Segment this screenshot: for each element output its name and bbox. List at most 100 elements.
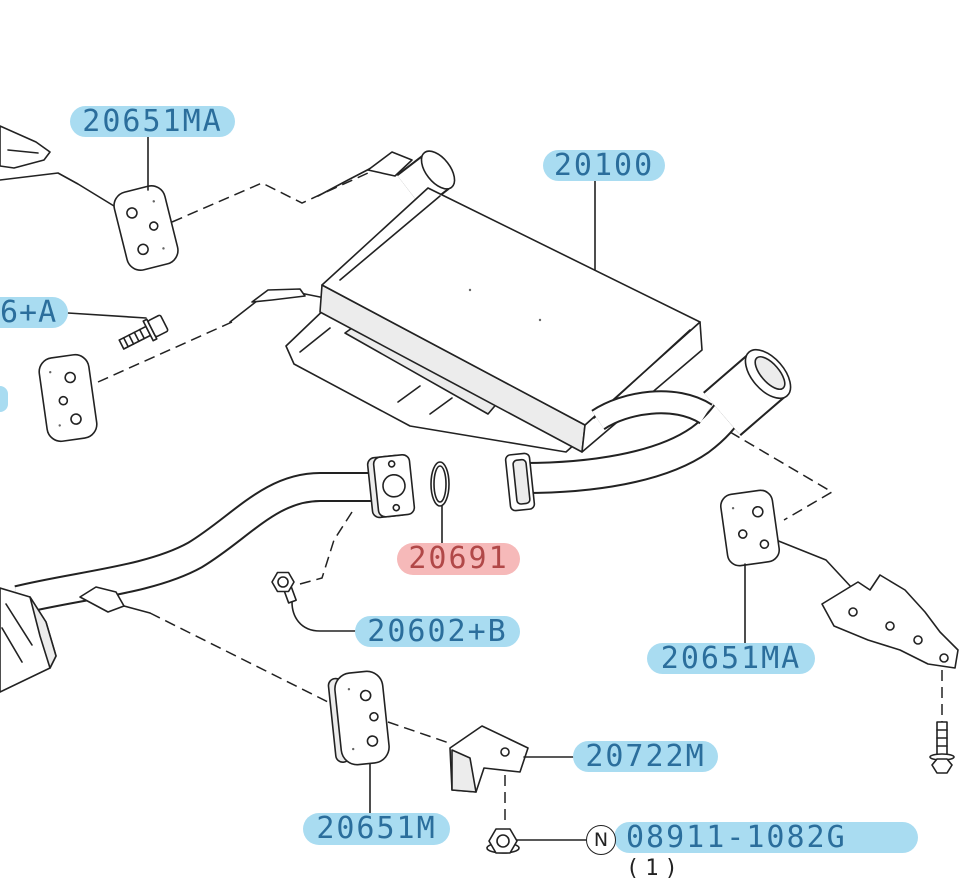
hanger-hole — [126, 207, 138, 219]
label-bracket[interactable]: 20722M — [573, 741, 718, 772]
top-left-body-bracket — [0, 125, 115, 207]
muffler-top-bracket — [317, 151, 413, 197]
hanger-texture — [162, 247, 165, 250]
bracket-hole — [939, 653, 949, 663]
right-bolt — [929, 721, 955, 774]
pipe-body — [523, 398, 744, 492]
stub-end — [420, 150, 456, 190]
flange-nut — [486, 828, 520, 854]
leader-left-bolt — [67, 312, 147, 319]
tail-pipe-tip — [703, 348, 792, 436]
thread-line — [138, 328, 146, 340]
hanger-rod — [123, 605, 151, 614]
leader-lines — [67, 136, 746, 841]
hanger-texture — [49, 371, 52, 374]
hanger-hole — [70, 413, 82, 425]
bracket-plate — [251, 288, 306, 303]
bracket-edge — [7, 149, 39, 154]
bolt-washer — [277, 576, 289, 588]
muffler-texture — [538, 318, 542, 322]
gasket-ring — [430, 461, 450, 507]
label-left-bolt[interactable]: 6+A — [0, 297, 68, 328]
muffler-top-stub — [396, 150, 456, 210]
hanger-hole — [759, 539, 770, 549]
hanger-texture — [58, 424, 61, 427]
hanger-hole — [148, 221, 159, 231]
left-body-bracket — [229, 288, 326, 323]
hanger-body — [113, 185, 179, 271]
shield-hatch — [397, 385, 421, 403]
hanger-hole — [58, 395, 69, 406]
hanger-body — [38, 353, 98, 443]
left-bolt — [118, 314, 169, 350]
label-nut[interactable]: 08911-1082G — [614, 822, 918, 853]
thread-line — [122, 337, 130, 348]
nut-bore — [496, 834, 510, 848]
label-right-hanger[interactable]: 20651MA — [647, 643, 815, 674]
muffler-seam — [339, 195, 441, 281]
hanger-hole — [369, 711, 379, 722]
pipe-body — [14, 474, 384, 613]
bolt-thread — [936, 721, 948, 757]
bolt-head — [147, 314, 169, 338]
nut-body — [488, 828, 518, 854]
flange-bore — [382, 473, 406, 498]
label-left-partial[interactable] — [0, 386, 8, 412]
flange-bolt-hole — [387, 460, 396, 468]
pipe-flange — [366, 453, 416, 519]
converter-seam — [5, 603, 33, 646]
tip-inner — [754, 355, 786, 391]
nut-quantity: (1) — [626, 856, 684, 881]
label-bottom-hanger[interactable]: 20651M — [303, 813, 450, 845]
hanger-body — [719, 489, 781, 567]
muffler-texture — [468, 288, 472, 292]
bolt-head — [931, 758, 953, 774]
bracket-plate — [367, 151, 413, 177]
hanger-texture — [731, 506, 735, 510]
shield-hatch — [299, 327, 331, 353]
pipe-body — [592, 392, 712, 429]
center-bolt — [271, 571, 297, 604]
converter-seam — [1, 627, 23, 663]
label-muffler[interactable]: 20100 — [543, 150, 665, 181]
shield-hatch — [429, 397, 453, 415]
label-gasket[interactable]: 20691 — [397, 543, 520, 575]
flange-neck — [512, 458, 531, 505]
hanger-hole — [737, 529, 748, 539]
gasket-outer — [430, 461, 450, 507]
left-rubber-hanger — [38, 353, 98, 443]
label-center-bolt[interactable]: 20602+B — [355, 616, 520, 647]
bracket-hole — [500, 747, 510, 757]
leader-center-bolt — [291, 601, 356, 632]
bracket-hole — [913, 635, 923, 645]
front-exhaust-pipe — [14, 472, 384, 615]
label-top-left-hanger[interactable]: 20651MA — [70, 106, 235, 137]
gasket-inner — [433, 465, 447, 503]
hanger-hole — [752, 505, 764, 518]
dashed-line-right-hanger — [729, 431, 834, 521]
bottom-rubber-hanger — [327, 670, 390, 766]
bolt-head — [271, 571, 295, 593]
muffler-under-pipe — [523, 397, 746, 494]
hanger-hole — [64, 371, 76, 384]
mounting-bracket — [449, 725, 529, 793]
hanger-texture — [347, 688, 351, 691]
right-body-bracket — [775, 539, 959, 669]
dashed-line-bracket — [387, 721, 453, 745]
dashed-line-center-bolt — [299, 511, 353, 585]
hanger-hole — [137, 243, 149, 256]
nut-standard-part-badge: N — [586, 825, 616, 855]
right-rubber-hanger — [719, 489, 781, 567]
dashed-line-top-hanger — [171, 172, 369, 223]
hanger-rod — [0, 172, 115, 207]
dashed-line-left-hanger — [97, 321, 233, 383]
converter-side — [29, 596, 57, 669]
pipe-hanger-bracket — [79, 586, 151, 614]
muffler-top-face — [321, 187, 701, 426]
bracket-plate — [0, 125, 51, 169]
hanger-rod — [317, 165, 376, 197]
muffler-outlet-pipe — [591, 390, 713, 431]
catalytic-converter-section — [0, 587, 57, 693]
dashed-line-bottom-hanger — [149, 612, 337, 707]
